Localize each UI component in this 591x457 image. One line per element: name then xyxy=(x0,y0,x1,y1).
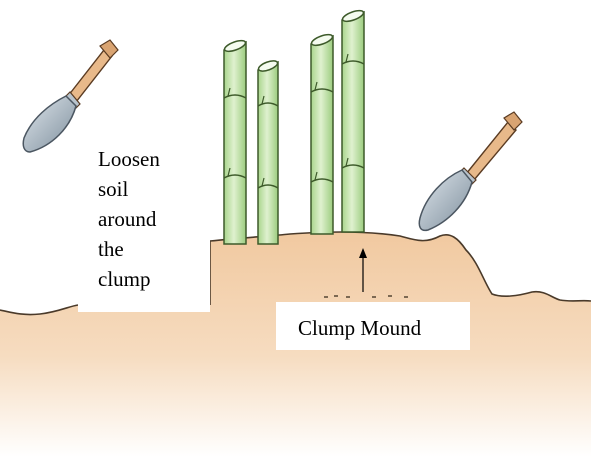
loosen-soil-line: clump xyxy=(98,264,210,294)
clump-mound-label: Clump Mound xyxy=(276,302,470,350)
loosen-soil-line: around xyxy=(98,204,210,234)
trowel-icon xyxy=(23,40,118,152)
bamboo-culm-icon xyxy=(257,59,279,244)
loosen-soil-label: Loosen soil around the clump xyxy=(78,142,210,312)
trowel-icon xyxy=(419,112,522,230)
bamboo-culm-icon xyxy=(310,32,333,234)
bamboo-culm-icon xyxy=(341,8,364,232)
loosen-soil-line: the xyxy=(98,234,210,264)
loosen-soil-line: Loosen xyxy=(98,144,210,174)
loosen-soil-line: soil xyxy=(98,174,210,204)
bamboo-culm-icon xyxy=(223,38,246,244)
